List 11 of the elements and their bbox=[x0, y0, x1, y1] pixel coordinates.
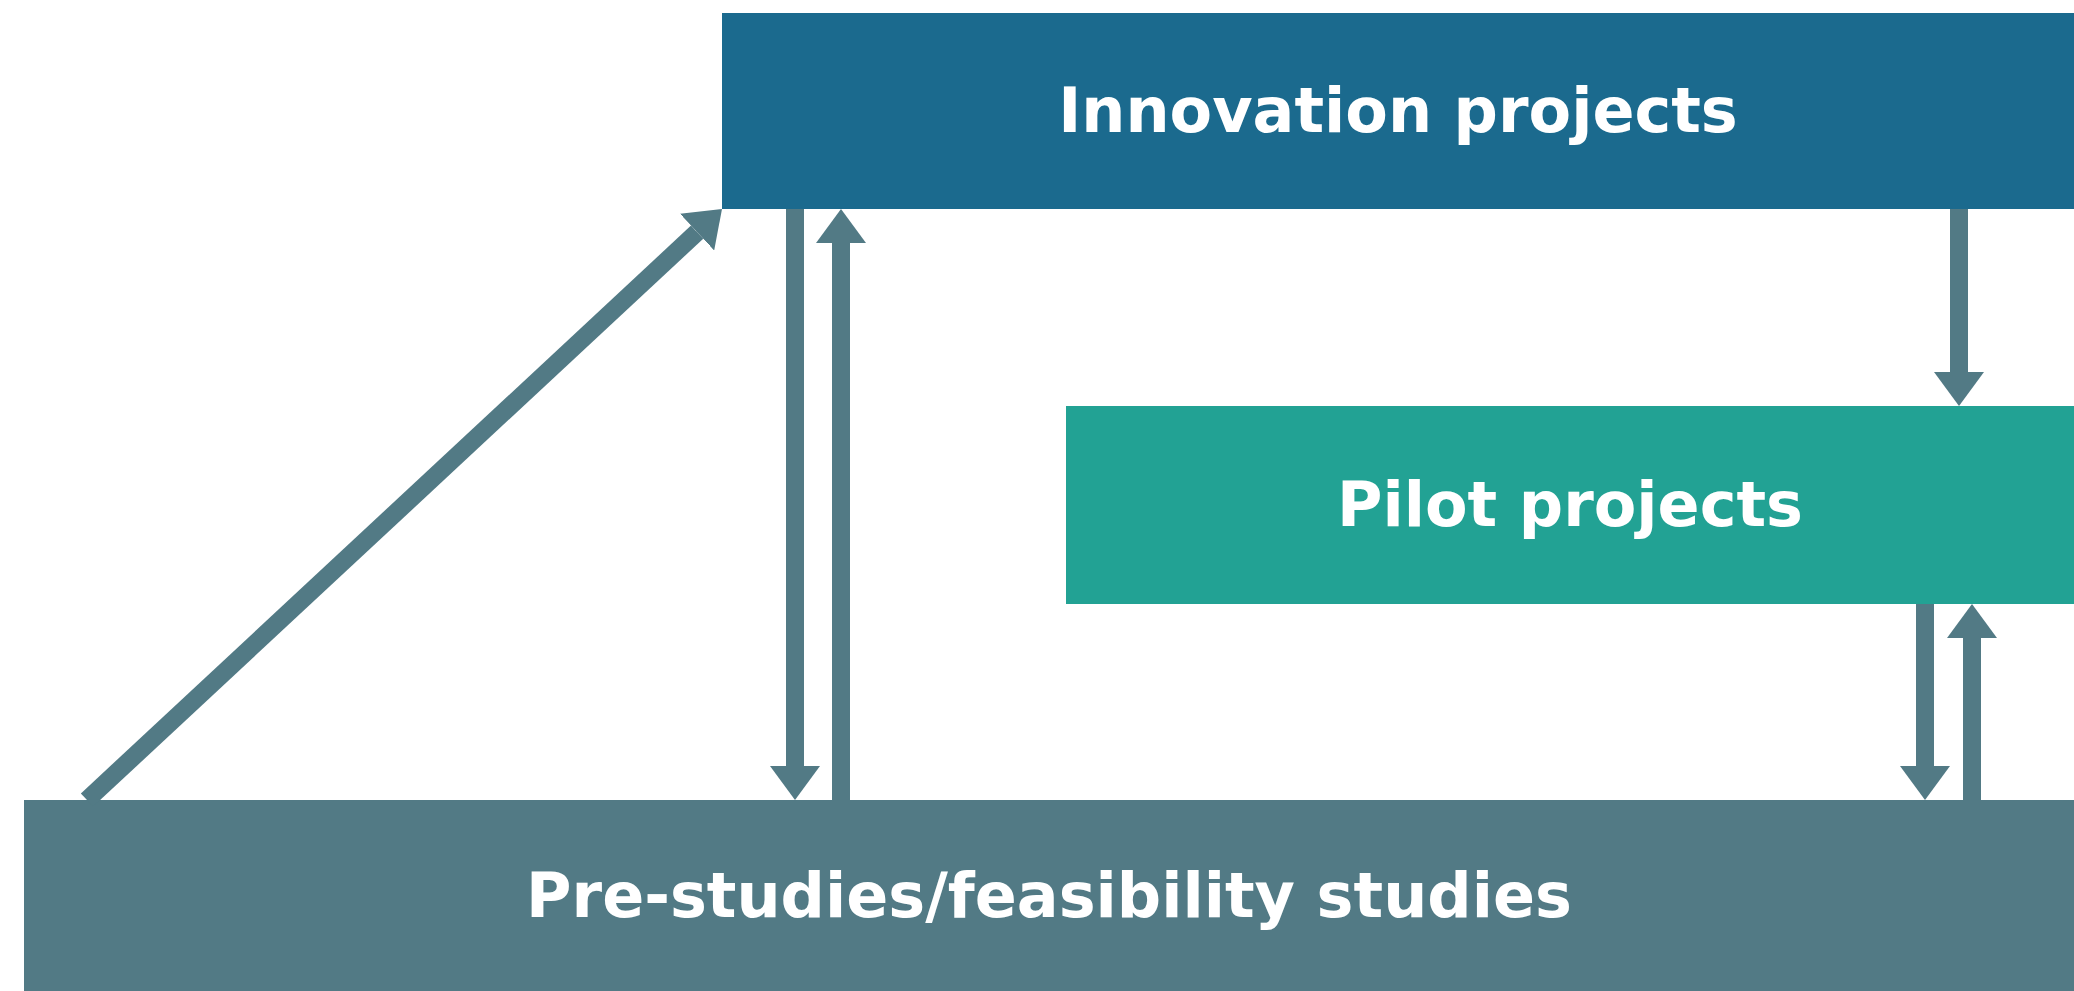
arrow bbox=[1900, 604, 1950, 800]
arrow bbox=[816, 209, 866, 800]
box-label: Innovation projects bbox=[1058, 73, 1738, 150]
process-box bbox=[722, 13, 2074, 209]
arrow bbox=[1947, 604, 1997, 800]
process-box bbox=[1066, 406, 2074, 604]
process-box bbox=[24, 800, 2074, 991]
arrow bbox=[770, 209, 820, 800]
arrow bbox=[1934, 209, 1984, 406]
box-label: Pilot projects bbox=[1337, 467, 1803, 544]
box-label: Pre-studies/feasibility studies bbox=[526, 857, 1572, 934]
